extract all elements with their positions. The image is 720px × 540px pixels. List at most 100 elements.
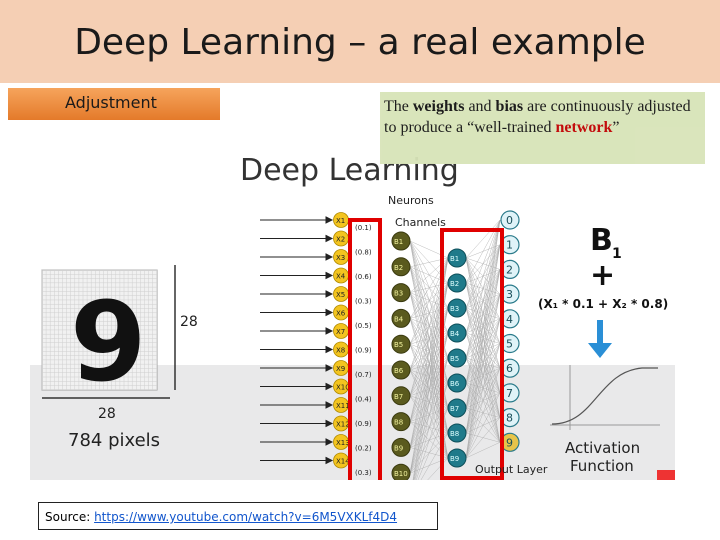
source-link[interactable]: https://www.youtube.com/watch?v=6M5VXKLf… [94,510,398,524]
hidden-neuron-1-label: B6 [394,367,404,375]
input-arrow-head [325,438,334,446]
channel-line [465,368,501,459]
activation-plot [550,365,660,430]
weight-column: (0.1)(0.8)(0.6)(0.3)(0.5)(0.9)(0.7)(0.4)… [355,224,372,477]
hidden-neuron-1 [391,231,411,251]
channel-line [465,219,501,359]
hidden-neuron-2-label: B3 [450,305,459,313]
input-arrow-head [325,419,334,428]
input-neuron-label: X3 [336,254,345,262]
plus-sign: + [590,258,615,293]
slide-title: Deep Learning – a real example [74,22,646,63]
input-arrow-head [325,456,334,465]
input-arrows [260,216,334,465]
output-neuron-label: 7 [506,387,513,400]
source-label: Source: [45,510,95,524]
input-arrow-head [325,327,334,335]
note-text: The weights and bias are continuously ad… [384,98,691,136]
hidden-neuron-1-label: B2 [394,264,403,272]
input-arrow-head [325,308,334,317]
weight-value: (0.1) [355,224,372,232]
weight-value: (0.4) [355,396,372,404]
output-neuron-label: 9 [506,436,513,449]
hidden-neuron-2 [447,373,467,393]
weight-value: (0.2) [355,445,372,453]
channel-line [465,442,501,459]
input-arrow-head [325,253,334,261]
section-tag-label: Adjustment [65,93,157,112]
input-neuron-label: X1 [336,217,345,225]
weight-value: (0.3) [355,469,372,477]
hidden-neuron-2-label: B5 [450,355,459,363]
input-neuron-label: X12 [336,421,350,429]
hidden-neuron-1 [391,463,411,480]
channel-line [465,417,501,459]
section-tag: Adjustment [8,88,220,120]
hidden-neuron-1 [391,257,411,277]
channel-line [465,294,501,459]
input-arrow-head [325,271,334,280]
hidden-neuron-2-label: B7 [450,405,459,413]
hidden-neuron-1 [391,283,411,303]
weight-value: (0.5) [355,322,372,330]
hidden-neuron-1-label: B7 [394,393,403,401]
hidden-neuron-2-label: B9 [450,455,459,463]
channel-line [465,219,501,459]
bias-formula: (X₁ * 0.1 + X₂ * 0.8) [538,297,668,311]
hidden-neuron-2-label: B2 [450,280,459,288]
channel-line [465,392,501,459]
channel-line [465,244,501,459]
input-arrow-head [325,401,334,409]
highlight-box-weights [348,218,382,480]
title-bar [0,0,720,83]
hidden-neuron-1-label: B9 [394,444,403,452]
corner-badge [657,470,675,480]
input-arrow-head [325,290,334,298]
input-neuron-label: X9 [336,365,345,373]
bias-subscript: 1 [612,246,622,262]
video-frame: Deep Learning 9 28 28 784 pixels X1X2X3X… [30,140,675,480]
source-box: Source: https://www.youtube.com/watch?v=… [38,502,438,530]
input-neuron-label: X7 [336,328,345,336]
hidden-neuron-1 [391,437,411,457]
input-arrow-head [325,364,334,372]
output-neuron-label: 5 [506,338,513,351]
hidden-neuron-1 [391,412,411,432]
hidden-neuron-1-label: B8 [394,419,403,427]
dimension-side: 28 [180,314,198,330]
digit-panel: 9 28 28 784 pixels [41,265,198,451]
input-arrow-head [325,216,334,224]
output-neuron-label: 3 [506,288,513,301]
hidden-neuron-2-label: B8 [450,430,459,438]
pixel-count: 784 pixels [68,430,160,451]
weight-value: (0.7) [355,371,372,379]
highlight-box-bias [440,228,504,480]
hidden-neuron-2 [447,323,467,343]
output-layer-label: Output Layer [475,463,548,476]
hidden-layer-1: B1B2B3B4B5B6B7B8B9B10B11 [391,231,411,480]
channel-line [465,219,501,334]
channels-label: Channels [395,216,446,229]
output-neuron-label: 8 [506,412,513,425]
channel-line [465,269,501,459]
output-neuron-label: 4 [506,313,513,326]
hidden-neuron-2 [447,423,467,443]
output-neuron-label: 1 [506,239,513,252]
neurons-label: Neurons [388,194,434,207]
hidden-neuron-1 [391,308,411,328]
output-neuron-label: 0 [506,214,513,227]
bias-symbol: B [590,223,613,258]
hidden-neuron-2 [447,448,467,468]
hidden-neuron-2 [447,298,467,318]
input-arrow-head [325,345,334,354]
down-arrow-head [588,343,612,358]
channel-line [465,219,501,434]
channel-line [465,343,501,459]
channel-line [465,318,501,459]
activation-label-2: Function [570,457,634,475]
hidden-neuron-1-label: B4 [394,315,404,323]
input-neuron-label: X6 [336,310,346,318]
input-neuron-label: X2 [336,236,345,244]
hidden-neuron-2 [447,248,467,268]
